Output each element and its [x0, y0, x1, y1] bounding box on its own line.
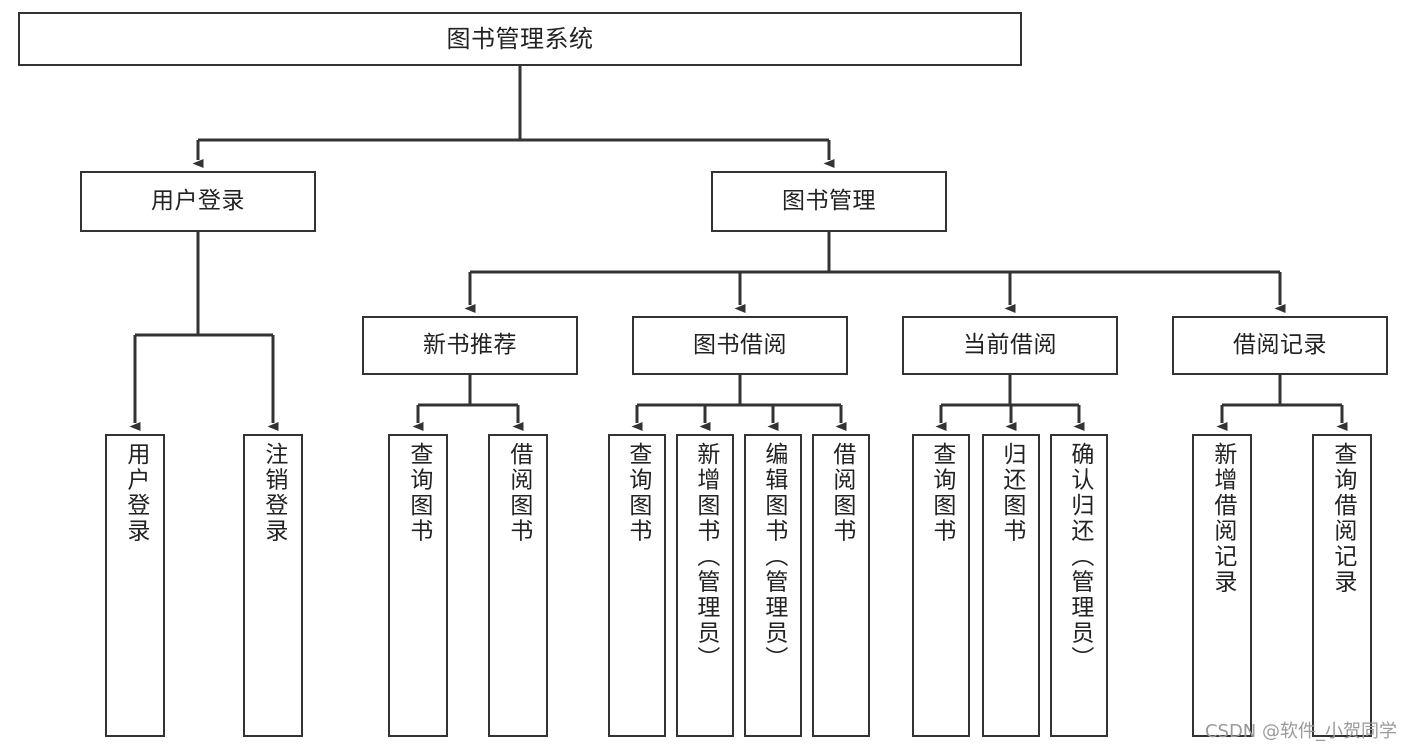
node-label: 借阅图书 — [505, 442, 532, 544]
node-current[interactable]: 当前借阅 — [902, 316, 1118, 375]
node-label: 图书借阅 — [693, 331, 787, 358]
node-leaf-12[interactable]: 新增借阅记录 — [1192, 434, 1252, 737]
node-label: 借阅图书 — [828, 442, 855, 544]
node-record[interactable]: 借阅记录 — [1172, 316, 1388, 375]
node-label: 查询图书 — [624, 442, 651, 544]
node-label: 用户登录 — [151, 187, 245, 214]
node-leaf-3[interactable]: 查询图书 — [388, 434, 448, 737]
node-leaf-11[interactable]: 确认归还（管理员） — [1050, 434, 1108, 737]
node-label: 注销登录 — [260, 442, 287, 544]
node-label: 新增借阅记录 — [1209, 442, 1236, 595]
node-leaf-10[interactable]: 归还图书 — [982, 434, 1040, 737]
node-label: 当前借阅 — [963, 331, 1057, 358]
node-label: 借阅记录 — [1233, 331, 1327, 358]
watermark-label: CSDN @软件_小贺同学 — [1204, 721, 1397, 742]
node-label: 图书管理 — [782, 187, 876, 214]
node-leaf-8[interactable]: 借阅图书 — [812, 434, 870, 737]
node-root[interactable]: 图书管理系统 — [18, 12, 1022, 66]
node-label: 查询借阅记录 — [1329, 442, 1356, 595]
node-leaf-1[interactable]: 用户登录 — [105, 434, 165, 737]
node-login[interactable]: 用户登录 — [80, 171, 316, 232]
node-leaf-9[interactable]: 查询图书 — [912, 434, 970, 737]
node-label: 用户登录 — [122, 442, 149, 544]
node-label: 确认归还（管理员） — [1066, 442, 1093, 672]
node-leaf-5[interactable]: 查询图书 — [608, 434, 666, 737]
node-leaf-6[interactable]: 新增图书（管理员） — [676, 434, 734, 737]
node-label: 查询图书 — [405, 442, 432, 544]
node-newbook[interactable]: 新书推荐 — [362, 316, 578, 375]
node-label: 图书管理系统 — [446, 24, 594, 53]
node-label: 查询图书 — [928, 442, 955, 544]
node-label: 编辑图书（管理员） — [760, 442, 787, 672]
node-bookmgmt[interactable]: 图书管理 — [711, 171, 947, 232]
node-label: 归还图书 — [998, 442, 1025, 544]
node-label: 新书推荐 — [423, 331, 517, 358]
node-leaf-13[interactable]: 查询借阅记录 — [1312, 434, 1372, 737]
node-leaf-4[interactable]: 借阅图书 — [488, 434, 548, 737]
node-label: 新增图书（管理员） — [692, 442, 719, 672]
node-leaf-7[interactable]: 编辑图书（管理员） — [744, 434, 802, 737]
node-leaf-2[interactable]: 注销登录 — [243, 434, 303, 737]
node-borrow[interactable]: 图书借阅 — [632, 316, 848, 375]
